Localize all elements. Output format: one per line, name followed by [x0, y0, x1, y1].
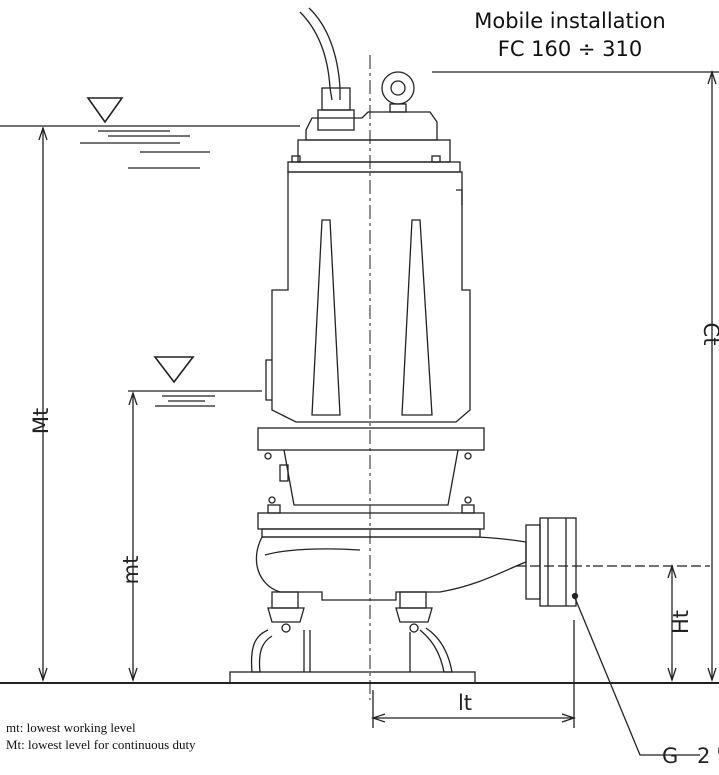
label-outlet-thread: G 2": [662, 744, 719, 768]
dimension-lt: [370, 620, 577, 728]
dimension-Ht: [593, 563, 710, 683]
title-line-1: Mobile installation: [474, 9, 666, 33]
legend-line-mt: mt: lowest working level: [6, 720, 136, 735]
label-Mt: Mt: [29, 408, 53, 434]
volute-casing: [255, 536, 527, 601]
discharge-outlet: [516, 517, 590, 607]
pump-stand: [229, 591, 476, 684]
max-water-level-symbol: [0, 97, 300, 169]
lifting-eye: [381, 71, 415, 113]
dimension-mt: [128, 390, 138, 683]
power-cable: [299, 7, 341, 101]
pump-flange: [257, 496, 485, 538]
dimension-Ct: [432, 69, 719, 683]
min-water-level-symbol: [128, 356, 262, 407]
motor-housing: [265, 171, 471, 423]
motor-top-cap: [287, 111, 461, 173]
label-Ht: Ht: [669, 610, 693, 634]
legend-line-Mt: Mt: lowest level for continuous duty: [6, 737, 196, 752]
dimension-Mt: [38, 125, 48, 683]
outlet-leader: [571, 592, 700, 756]
label-Ct: Ct: [699, 323, 719, 346]
label-lt: lt: [458, 691, 472, 715]
motor-flange: [257, 427, 485, 506]
title-line-2: FC 160 ÷ 310: [497, 37, 643, 61]
cable-gland: [317, 87, 355, 131]
label-mt: mt: [119, 556, 143, 585]
